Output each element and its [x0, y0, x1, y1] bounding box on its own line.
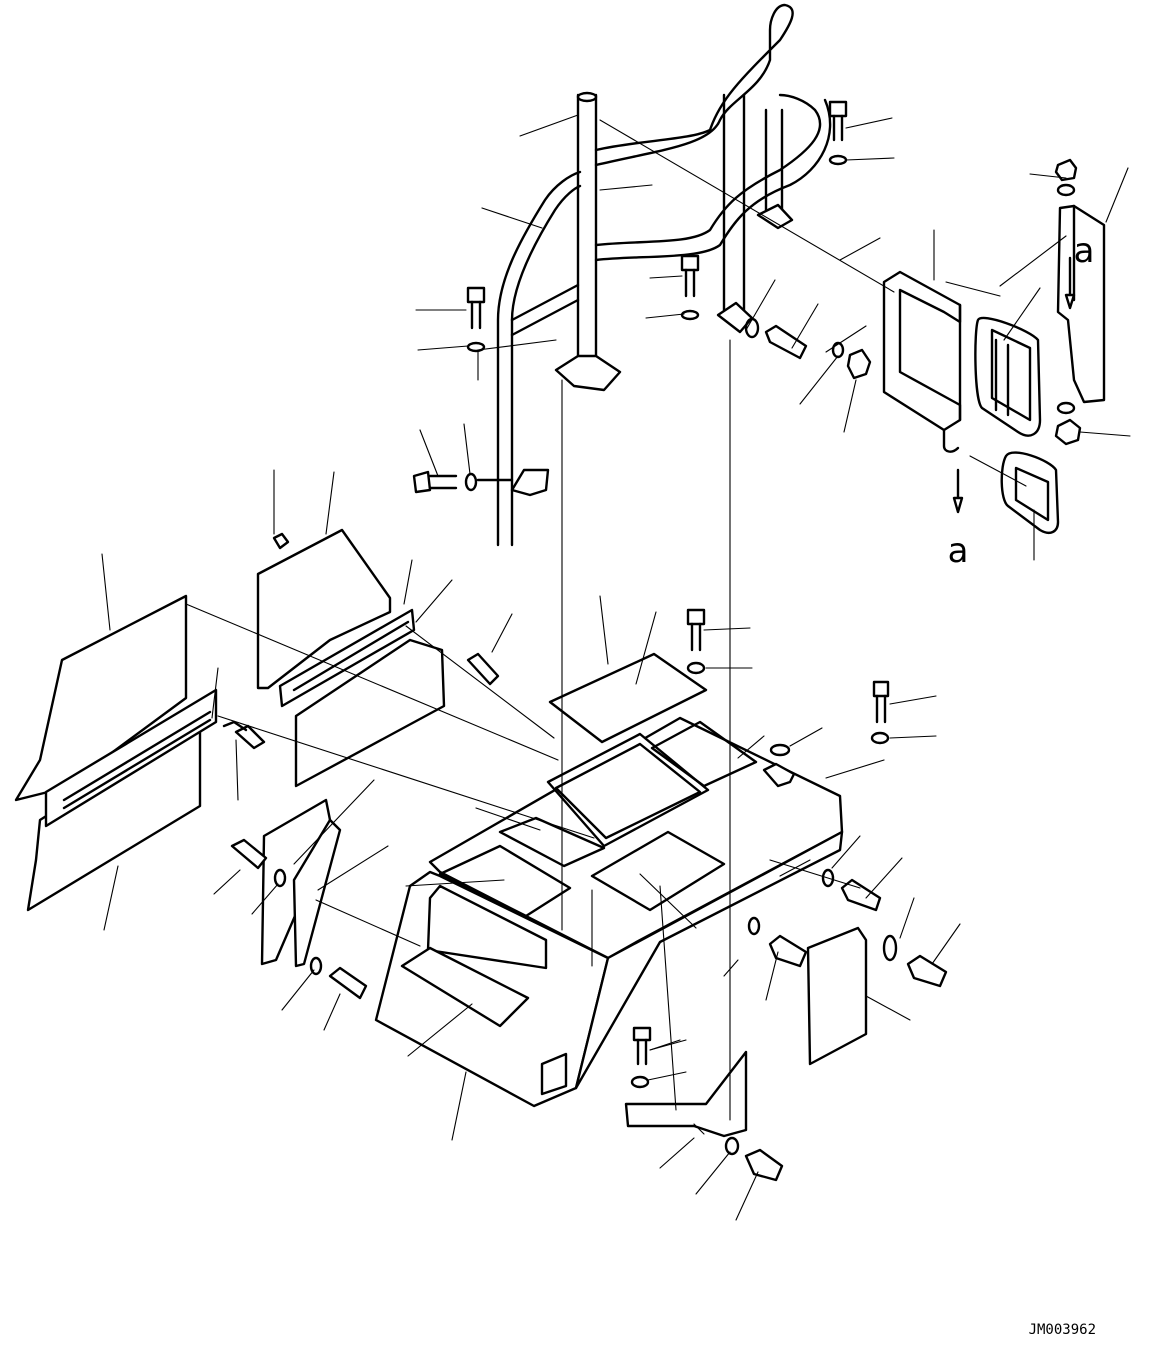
detail-marker-top: a: [1074, 231, 1095, 271]
detail-marker-bottom: a: [948, 531, 969, 571]
drawing-code: JM003962: [1029, 1322, 1096, 1338]
console-body: [374, 652, 844, 1108]
left-side-panels: [14, 528, 500, 968]
mirror-box-assembly: [882, 158, 1106, 534]
leader-lines: [101, 114, 1131, 1221]
bolt-head: [828, 100, 848, 118]
lower-parts: [230, 608, 948, 1182]
handrail-assembly: [476, 3, 832, 547]
bolt-group-upper: [412, 100, 872, 494]
washer: [828, 154, 848, 166]
